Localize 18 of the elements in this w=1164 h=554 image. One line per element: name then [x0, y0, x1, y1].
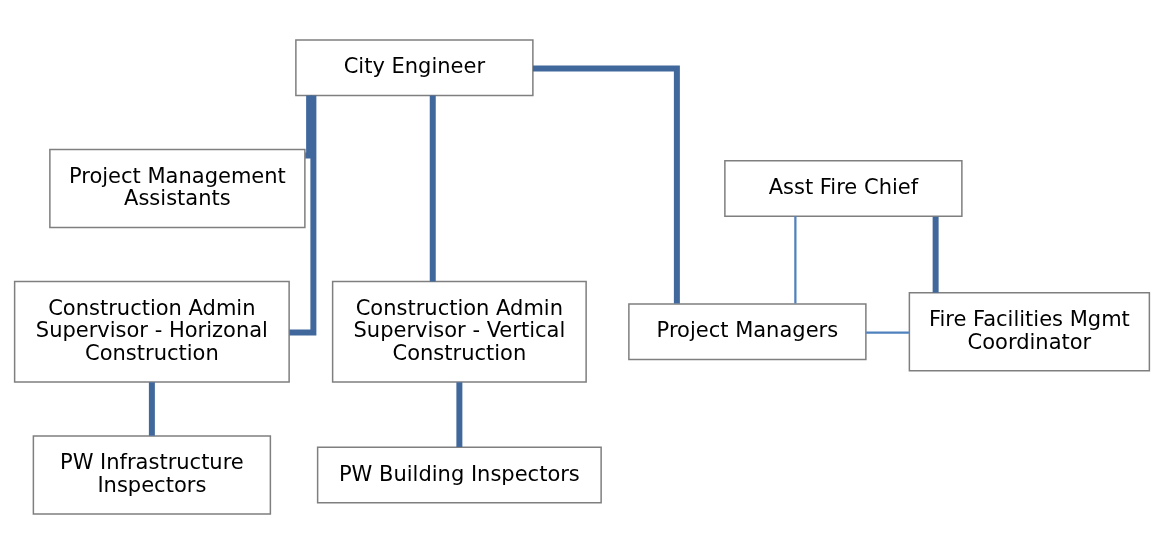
node-box: Construction Admin Supervisor - Vertical Construction — [331, 280, 587, 383]
connector — [429, 95, 436, 282]
node-box: Construction Admin Supervisor - Horizonal Construction — [13, 280, 290, 383]
connector — [148, 382, 155, 436]
node-box: Asst Fire Chief — [724, 160, 963, 217]
connector — [932, 216, 939, 293]
connector — [794, 216, 797, 304]
connector — [866, 331, 909, 334]
node-box: Project Managers — [628, 303, 867, 361]
connector — [456, 382, 463, 447]
connector — [532, 65, 680, 304]
node-box: Project Management Assistants — [49, 148, 306, 229]
node-box: City Engineer — [295, 39, 534, 97]
node-box: PW Infrastructure Inspectors — [32, 435, 272, 515]
connector — [289, 95, 317, 336]
node-box: Fire Facilities Mgmt Coordinator — [908, 292, 1151, 372]
connector — [305, 95, 313, 159]
node-box: PW Building Inspectors — [316, 446, 602, 504]
